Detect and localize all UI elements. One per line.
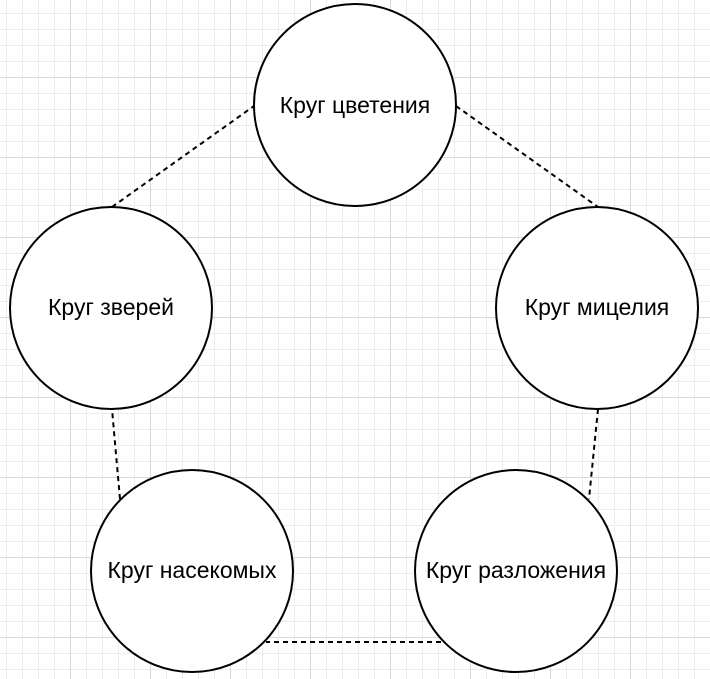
node-mycelium-label: Круг мицелия: [525, 294, 670, 320]
node-bloom[interactable]: Круг цветения: [253, 3, 457, 207]
node-decay-circle: [414, 469, 618, 673]
node-insects[interactable]: Круг насекомых: [90, 469, 294, 673]
node-decay-label: Круг разложения: [426, 557, 606, 583]
edge-beasts-bloom: [111, 105, 255, 208]
edge-bloom-mycelium: [455, 105, 599, 208]
node-beasts-circle: [9, 206, 213, 410]
edges: [111, 105, 599, 643]
node-beasts-label: Круг зверей: [48, 294, 174, 320]
edge-mycelium-decay: [588, 408, 599, 500]
node-bloom-circle: [253, 3, 457, 207]
node-mycelium[interactable]: Круг мицелия: [495, 206, 699, 410]
node-decay[interactable]: Круг разложения: [414, 469, 618, 673]
node-insects-label: Круг насекомых: [108, 557, 277, 583]
node-mycelium-circle: [495, 206, 699, 410]
edge-insects-beasts: [111, 408, 121, 500]
node-insects-circle: [90, 469, 294, 673]
node-bloom-label: Круг цветения: [280, 92, 430, 118]
node-beasts[interactable]: Круг зверей: [9, 206, 213, 410]
